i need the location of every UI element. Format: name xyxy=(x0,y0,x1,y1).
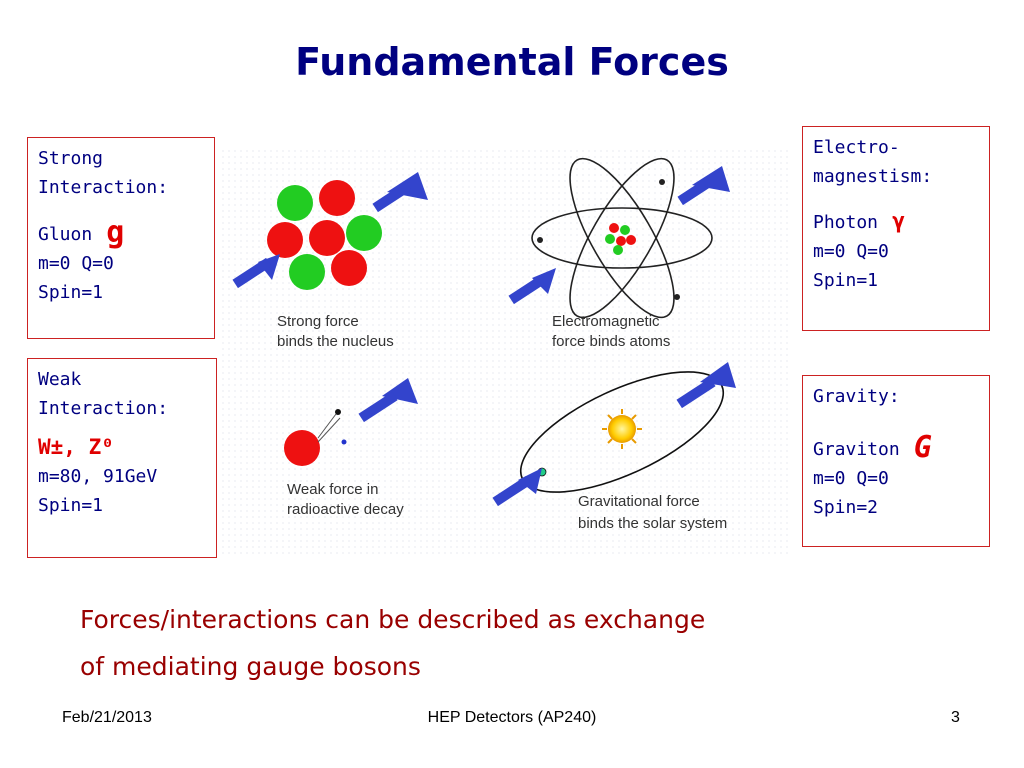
footer-page-number: 3 xyxy=(951,709,960,726)
figure-background xyxy=(222,150,790,554)
gravity-line1: Gravity: xyxy=(813,386,900,407)
weak-mass-charge: m=80, 91GeV xyxy=(38,466,158,487)
em-spin: Spin=1 xyxy=(813,270,879,291)
weak-spin: Spin=1 xyxy=(38,495,104,516)
arrow-icon xyxy=(676,362,736,409)
nucleus-icon xyxy=(267,180,382,290)
sun-icon xyxy=(602,409,642,449)
weak-interaction-box: Weak Interaction: W±, Z⁰ m=80, 91GeV Spi… xyxy=(27,358,217,558)
strong-mass-charge: m=0 Q=0 xyxy=(38,253,114,274)
arrow-icon xyxy=(358,378,418,423)
em-line1: Electro- xyxy=(813,137,900,158)
decay-icon xyxy=(284,409,347,466)
em-fig-caption-2: force binds atoms xyxy=(552,333,670,350)
weak-line2: Interaction: xyxy=(38,398,169,419)
photon-symbol: γ xyxy=(892,209,906,234)
atom-icon xyxy=(531,157,713,319)
footer-title: HEP Detectors (AP240) xyxy=(427,709,597,726)
slide-caption: Forces/interactions can be described as … xyxy=(80,596,705,690)
gravity-box: Gravity: Graviton G m=0 Q=0 Spin=2 xyxy=(802,375,990,547)
atom-nucleus-icon xyxy=(605,223,636,255)
weak-bosons: W±, Z⁰ xyxy=(38,435,114,459)
grav-fig-caption-1: Gravitational force xyxy=(578,493,700,510)
gravity-spin: Spin=2 xyxy=(813,497,879,518)
em-mass-charge: m=0 Q=0 xyxy=(813,241,889,262)
gravity-particle: Graviton xyxy=(813,439,900,460)
arrow-icon xyxy=(677,166,730,206)
arrow-icon xyxy=(372,172,428,213)
weak-fig-caption-1: Weak force in xyxy=(287,481,378,498)
strong-spin: Spin=1 xyxy=(38,282,104,303)
gravity-mass-charge: m=0 Q=0 xyxy=(813,468,889,489)
strong-line2: Interaction: xyxy=(38,177,169,198)
em-particle: Photon xyxy=(813,212,879,233)
gluon-symbol: g xyxy=(106,215,125,250)
caption-line-1: Forces/interactions can be described as … xyxy=(80,605,706,634)
strong-fig-caption-2: binds the nucleus xyxy=(277,333,394,350)
grav-fig-caption-2: binds the solar system xyxy=(578,515,727,532)
arrow-icon xyxy=(508,268,556,305)
slide-title: Fundamental Forces xyxy=(295,40,729,84)
em-line2: magnestism: xyxy=(813,166,933,187)
strong-particle: Gluon xyxy=(38,224,93,245)
weak-line1: Weak xyxy=(38,369,82,390)
graviton-symbol: G xyxy=(913,430,932,465)
arrow-icon xyxy=(232,254,280,289)
strong-fig-caption-1: Strong force xyxy=(277,313,359,330)
footer-date: Feb/21/2013 xyxy=(62,709,152,726)
weak-fig-caption-2: radioactive decay xyxy=(287,501,404,518)
strong-line1: Strong xyxy=(38,148,104,169)
caption-line-2: of mediating gauge bosons xyxy=(80,652,421,681)
forces-figure: Strong force binds the nucleus Electroma… xyxy=(222,150,790,554)
gravity-particle-row: Graviton G xyxy=(813,433,979,464)
arrow-icon xyxy=(492,468,542,507)
em-fig-caption-1: Electromagnetic xyxy=(552,313,660,330)
